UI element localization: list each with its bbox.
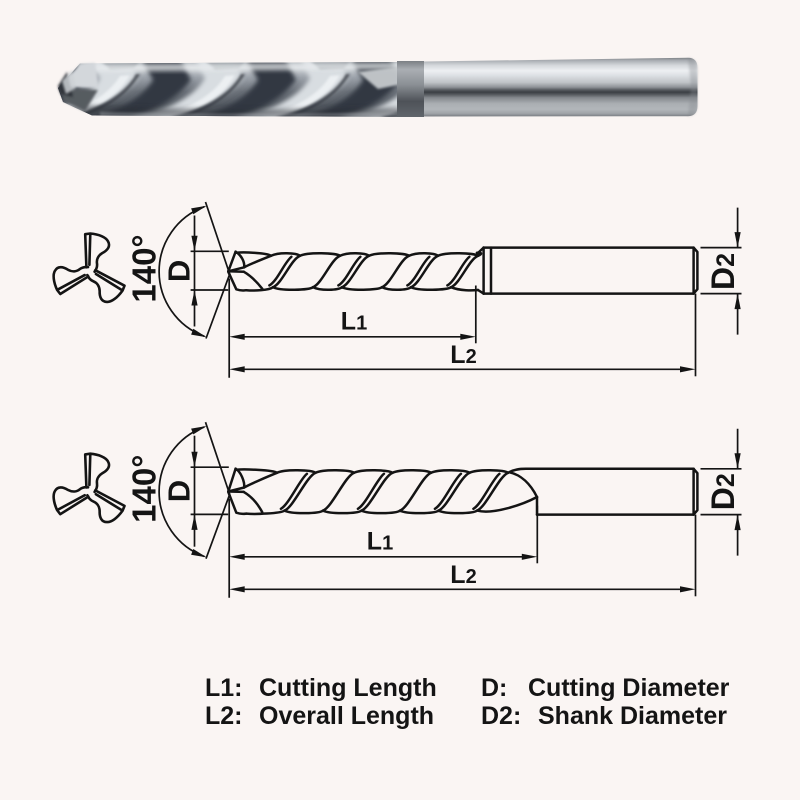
svg-text:D: D (162, 260, 197, 282)
svg-text:D2:: D2: (481, 702, 521, 730)
svg-text:L2:: L2: (205, 702, 243, 730)
svg-text:D2: D2 (705, 473, 741, 510)
svg-text:Cutting Diameter: Cutting Diameter (528, 674, 730, 702)
svg-text:140°: 140° (126, 234, 163, 302)
svg-text:D: D (162, 480, 197, 502)
svg-text:L2: L2 (450, 561, 476, 589)
svg-text:L1: L1 (341, 307, 367, 335)
svg-text:Cutting Length: Cutting Length (259, 674, 437, 702)
svg-text:L2: L2 (450, 341, 476, 369)
svg-text:L1: L1 (367, 527, 393, 555)
svg-text:Overall Length: Overall Length (259, 702, 434, 730)
svg-text:L1:: L1: (205, 674, 243, 702)
svg-text:140°: 140° (126, 455, 163, 523)
svg-text:Shank Diameter: Shank Diameter (538, 702, 727, 730)
svg-text:D:: D: (481, 674, 507, 702)
